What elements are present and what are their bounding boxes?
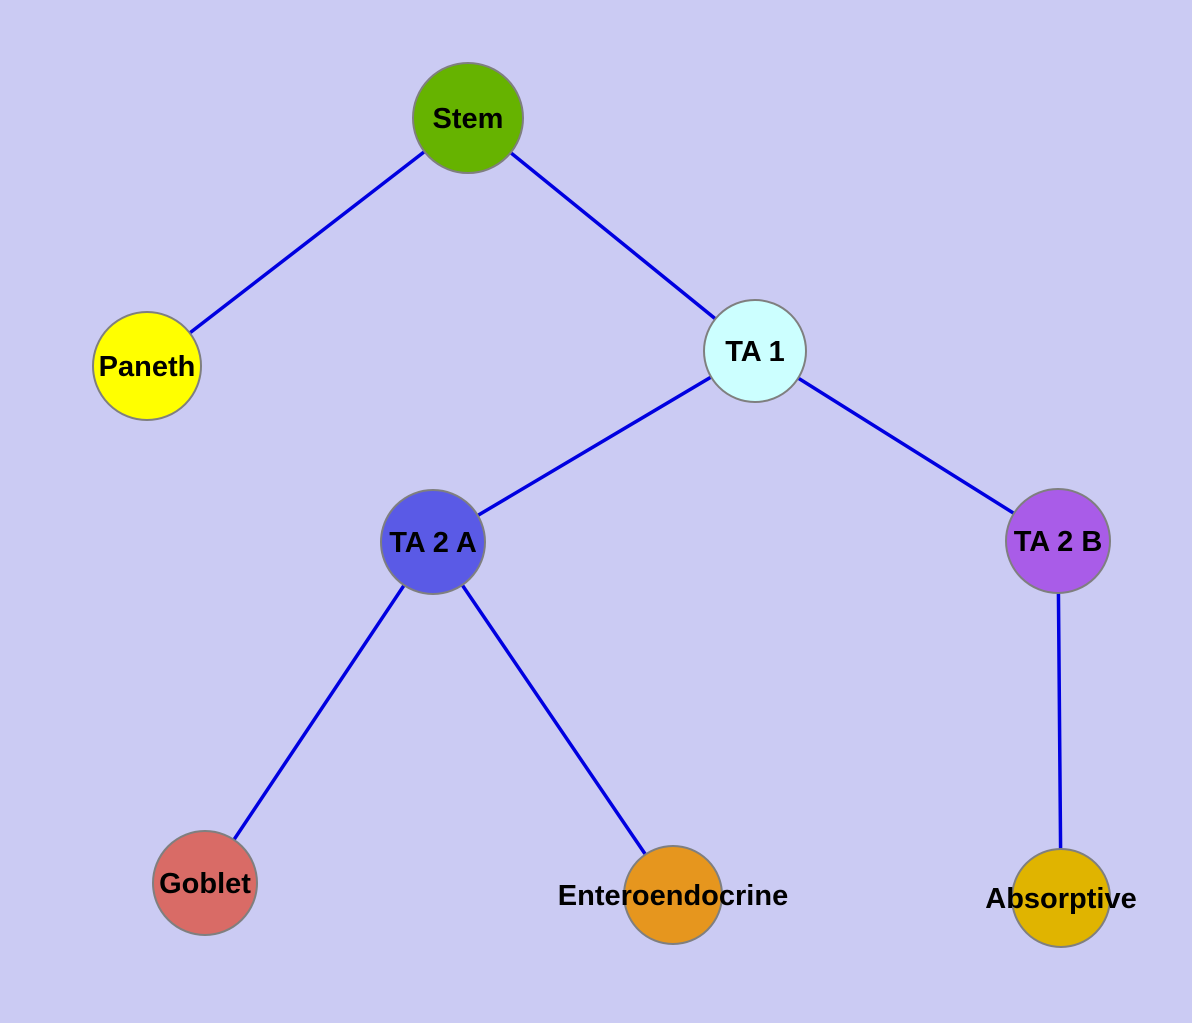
node-circle-paneth[interactable] [92, 311, 202, 421]
node-circle-goblet[interactable] [152, 830, 258, 936]
node-circle-ta-1[interactable] [703, 299, 807, 403]
edge-ta-2-a-to-enteroendocrine [431, 540, 675, 897]
node-circle-ta-2-a[interactable] [380, 489, 486, 595]
node-ta-1[interactable]: TA 1 [703, 299, 807, 403]
edges-layer [145, 116, 1063, 900]
edge-stem-to-paneth [145, 116, 470, 368]
node-circle-stem[interactable] [412, 62, 524, 174]
node-ta-2-b[interactable]: TA 2 B [1005, 488, 1111, 594]
node-absorptive[interactable]: Absorptive [985, 848, 1137, 948]
edge-ta-2-a-to-goblet [203, 540, 435, 885]
node-circle-ta-2-b[interactable] [1005, 488, 1111, 594]
node-goblet[interactable]: Goblet [152, 830, 258, 936]
edge-ta-2-b-to-absorptive [1056, 539, 1063, 900]
edge-ta-1-to-ta-2-a [431, 349, 757, 544]
edge-ta-1-to-ta-2-b [753, 349, 1060, 543]
node-enteroendocrine[interactable]: Enteroendocrine [558, 845, 788, 945]
node-ta-2-a[interactable]: TA 2 A [380, 489, 486, 595]
node-paneth[interactable]: Paneth [92, 311, 202, 421]
node-stem[interactable]: Stem [412, 62, 524, 174]
edge-stem-to-ta-1 [466, 116, 757, 353]
node-circle-enteroendocrine[interactable] [623, 845, 723, 945]
node-circle-absorptive[interactable] [1011, 848, 1111, 948]
